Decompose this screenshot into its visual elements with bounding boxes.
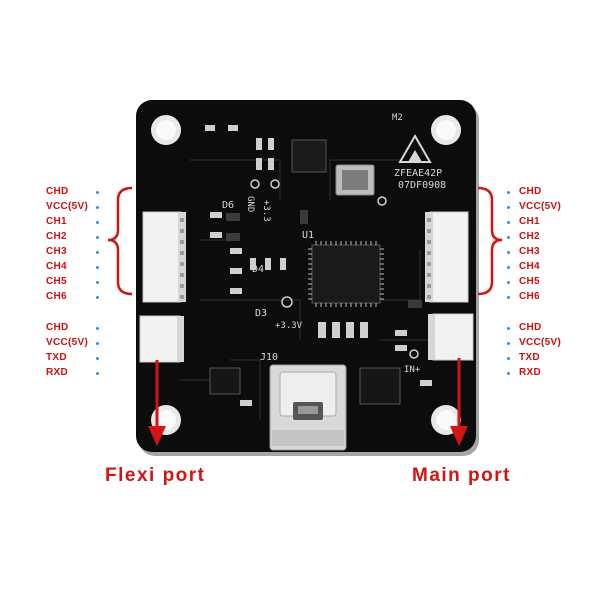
main-pin-chd: CHD [519, 322, 542, 333]
right-pin-vcc: VCC(5V) [519, 201, 562, 212]
right-pin-ch2: CH2 [519, 231, 540, 242]
pin-dot [507, 357, 510, 360]
left-servo-connector [142, 211, 186, 303]
silk-3v3-b: +3.3 [261, 200, 271, 222]
left-pin-chd: CHD [46, 186, 69, 197]
pin-dot [96, 236, 99, 239]
left-pin-ch3: CH3 [46, 246, 67, 257]
flexi-pin-rxd: RXD [46, 367, 69, 378]
pin-dot [507, 236, 510, 239]
pin-dot [96, 357, 99, 360]
silk-j10: J10 [260, 352, 278, 363]
pin-dot [507, 296, 510, 299]
silk-3v3: +3.3V [275, 321, 303, 331]
right-bracket [477, 186, 503, 296]
small-ic [209, 367, 241, 395]
mcu-chip [308, 241, 384, 307]
pin-dot [507, 372, 510, 375]
right-pin-ch6: CH6 [519, 291, 540, 302]
pin-dot [507, 221, 510, 224]
silk-d6: D6 [222, 200, 234, 211]
pcb-traces [180, 159, 430, 420]
crystal-top [342, 170, 368, 190]
regulator-chip [291, 139, 327, 173]
left-bracket [107, 186, 133, 296]
pin-dot [507, 251, 510, 254]
flexi-port-connector [139, 315, 184, 363]
pin-dot [96, 206, 99, 209]
mounting-hole-top-right [431, 115, 461, 145]
pin-dot [507, 327, 510, 330]
silk-d3: D3 [255, 308, 267, 319]
mini-usb-connector [269, 364, 347, 451]
silk-d4: D4 [252, 264, 264, 275]
pin-dot [507, 206, 510, 209]
test-pads [250, 179, 419, 359]
silk-model: ZFEAE42P [394, 168, 442, 179]
left-pin-ch6: CH6 [46, 291, 67, 302]
pin-dot [96, 266, 99, 269]
pin-dot [507, 342, 510, 345]
flexi-pin-vcc: VCC(5V) [46, 337, 89, 348]
main-port-connector [428, 313, 474, 361]
pin-dot [507, 281, 510, 284]
left-pin-ch4: CH4 [46, 261, 67, 272]
pin-dot [96, 327, 99, 330]
pin-dot [507, 266, 510, 269]
pin-dot [96, 296, 99, 299]
mounting-hole-top-left [151, 115, 181, 145]
main-pin-txd: TXD [519, 352, 540, 363]
left-pin-ch1: CH1 [46, 216, 67, 227]
main-port-caption: Main port [412, 465, 511, 486]
left-pin-ch5: CH5 [46, 276, 67, 287]
flexi-port-caption: Flexi port [105, 465, 206, 486]
smd-components [205, 125, 432, 406]
pin-dot [96, 372, 99, 375]
pin-dot [96, 281, 99, 284]
silk-m2: M2 [392, 113, 403, 123]
pin-dot [96, 221, 99, 224]
silk-code: 07DF0908 [398, 180, 446, 191]
left-pin-ch2: CH2 [46, 231, 67, 242]
silk-gnd: GND [245, 196, 255, 212]
pin-dot [96, 191, 99, 194]
right-pin-chd: CHD [519, 186, 542, 197]
right-pin-ch3: CH3 [519, 246, 540, 257]
dark-components [226, 210, 422, 308]
main-port-arrow [450, 358, 468, 446]
flexi-pin-txd: TXD [46, 352, 67, 363]
pin-dot [96, 342, 99, 345]
pin-dot [507, 191, 510, 194]
left-pin-vcc: VCC(5V) [46, 201, 89, 212]
right-pin-ch4: CH4 [519, 261, 540, 272]
right-servo-connector [425, 211, 469, 303]
silk-u1: U1 [302, 230, 314, 241]
sensor-chip [359, 367, 401, 405]
flexi-port-arrow [148, 360, 166, 446]
triangle-logo-inner-icon [408, 150, 422, 162]
pin-dot [96, 251, 99, 254]
silk-in-plus: IN+ [404, 365, 421, 375]
flexi-pin-chd: CHD [46, 322, 69, 333]
main-pin-vcc: VCC(5V) [519, 337, 562, 348]
pcb-board [136, 100, 476, 452]
right-pin-ch5: CH5 [519, 276, 540, 287]
right-pin-ch1: CH1 [519, 216, 540, 227]
main-pin-rxd: RXD [519, 367, 542, 378]
